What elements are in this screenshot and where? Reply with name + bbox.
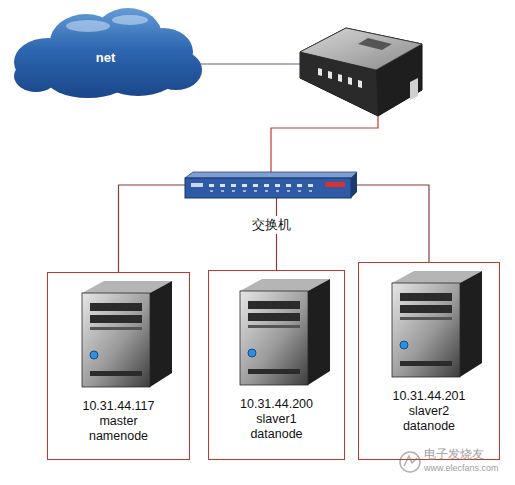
router-device xyxy=(300,28,422,116)
switch-device xyxy=(185,172,357,198)
network-cloud: net xyxy=(8,0,203,100)
server-label: 10.31.44.200 xyxy=(209,397,344,412)
server-box: 10.31.44.200slaver1datanode xyxy=(208,270,345,460)
server-label: slaver2 xyxy=(359,404,499,419)
watermark-text: 电子发烧友 xyxy=(424,446,510,463)
server-tower xyxy=(218,277,338,387)
server-box: 10.31.44.201slaver2datanode xyxy=(358,262,500,460)
server-text-group: 10.31.44.200slaver1datanode xyxy=(209,397,344,442)
switch-node: 交换机 xyxy=(185,172,357,198)
server-text-group: 10.31.44.201slaver2datanode xyxy=(359,389,499,434)
network-wire xyxy=(271,108,378,172)
device-label: 交换机 xyxy=(249,216,294,234)
network-cable xyxy=(276,198,277,270)
node-label: net xyxy=(8,50,203,65)
server-label: 10.31.44.117 xyxy=(48,399,189,414)
server-label: slaver1 xyxy=(209,412,344,427)
network-wire xyxy=(198,63,305,64)
server-label: namenode xyxy=(48,429,189,444)
server-box: 10.31.44.117masternamenode xyxy=(47,272,190,460)
server-label: 10.31.44.201 xyxy=(359,389,499,404)
watermark-logo xyxy=(400,452,420,472)
server-label: master xyxy=(48,414,189,429)
server-label: datanode xyxy=(359,419,499,434)
watermark-text: www.elecfans.com xyxy=(424,463,510,473)
network-cable xyxy=(119,185,186,272)
server-text-group: 10.31.44.117masternamenode xyxy=(48,399,189,444)
server-tower xyxy=(370,269,490,379)
network-cable xyxy=(357,185,429,262)
watermark: 电子发烧友www.elecfans.com xyxy=(398,446,510,473)
server-label: datanode xyxy=(209,427,344,442)
server-tower xyxy=(60,279,180,389)
